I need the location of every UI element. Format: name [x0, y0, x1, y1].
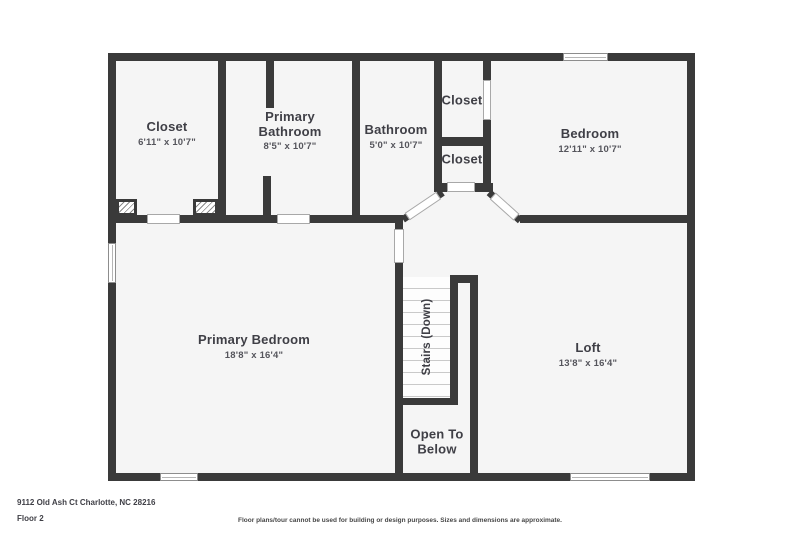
room-dims: 12'11" x 10'7": [558, 143, 622, 155]
wall-closetmid-door-right: [475, 183, 493, 192]
room-name: Primary Bathroom: [258, 108, 322, 139]
wall-bath-right: [434, 61, 442, 192]
disclaimer-text: Floor plans/tour cannot be used for buil…: [238, 517, 562, 524]
door-primary-bedroom: [394, 229, 404, 263]
wall-closetmid-door-left: [434, 183, 447, 192]
window-pane-line: [162, 477, 196, 478]
door-closet-mid: [447, 182, 475, 192]
room-label-primary-bedroom: Primary Bedroom 18'8" x 16'4": [198, 333, 310, 361]
room-label-primary-bathroom: Primary Bathroom 8'5" x 10'7": [250, 108, 330, 153]
window-bedroom-top: [563, 53, 608, 61]
wall-closetcol-right-upper: [483, 61, 491, 80]
room-dims: 13'8" x 16'4": [558, 357, 618, 369]
wall-closets-divider: [442, 137, 483, 146]
room-dims: 18'8" x 16'4": [224, 349, 284, 361]
wall-closet-pbath-divider: [218, 61, 226, 223]
wall-stairs-left-upper: [395, 215, 403, 229]
wall-bedroom-bottom: [520, 215, 687, 223]
wall-closetcol-right-lower: [483, 120, 491, 192]
wall-stairs-cap: [450, 275, 478, 283]
room-label-closet-top: Closet: [441, 92, 483, 109]
room-name: Closet: [146, 119, 188, 135]
wall-shaft-right: [470, 283, 478, 473]
wall-outer-bottom: [108, 473, 695, 481]
door-closet-top: [483, 80, 491, 120]
door-closet-left: [147, 214, 180, 224]
floor-number: Floor 2: [17, 514, 44, 523]
room-name: Closet: [441, 92, 483, 108]
room-name: Open To Below: [410, 426, 464, 456]
property-address: 9112 Old Ash Ct Charlotte, NC 28216: [17, 498, 156, 507]
wall-pbath-stub-bottom: [263, 176, 271, 223]
window-loft-bottom: [570, 473, 650, 481]
wall-toprow-seg1: [116, 215, 147, 223]
room-dims: 5'0" x 10'7": [369, 139, 423, 151]
wall-pbath-bath-divider: [352, 61, 360, 223]
window-pane-line: [565, 57, 606, 58]
wall-stairs-tread-right: [450, 283, 458, 397]
room-name: Primary Bedroom: [197, 332, 311, 348]
window-primary-bedroom-left: [108, 243, 116, 283]
room-dims: 6'11" x 10'7": [138, 136, 196, 148]
room-label-closet-left: Closet 6'11" x 10'7": [138, 120, 196, 148]
stairs-label: Stairs (Down): [421, 298, 433, 376]
stair-treads: [403, 277, 450, 398]
room-name: Bathroom: [364, 122, 428, 138]
room-name: Closet: [441, 151, 483, 167]
wall-toprow-seg2: [180, 215, 277, 223]
room-name: Loft: [575, 340, 601, 356]
room-label-bathroom: Bathroom 5'0" x 10'7": [365, 123, 428, 151]
wall-stairs-left-lower: [395, 263, 403, 473]
wall-pbath-stub-top: [266, 61, 274, 108]
closet-hatch-right: [193, 199, 218, 216]
room-label-bedroom: Bedroom 12'11" x 10'7": [558, 127, 621, 155]
wall-outer-right: [687, 53, 695, 481]
room-name: Bedroom: [560, 126, 620, 142]
window-pane-line: [112, 245, 113, 281]
closet-hatch-left: [116, 199, 137, 216]
room-label-loft: Loft 13'8" x 16'4": [559, 341, 617, 369]
room-label-closet-mid: Closet: [441, 151, 483, 168]
window-pane-line: [572, 477, 648, 478]
room-dims: 8'5" x 10'7": [263, 141, 317, 153]
open-to-below-label: Open To Below: [405, 427, 469, 456]
wall-toprow-seg3: [310, 215, 403, 223]
wall-outer-top: [108, 53, 695, 61]
window-primary-bedroom-bottom: [160, 473, 198, 481]
door-primary-bathroom: [277, 214, 310, 224]
wall-stairs-bottom: [395, 397, 458, 405]
